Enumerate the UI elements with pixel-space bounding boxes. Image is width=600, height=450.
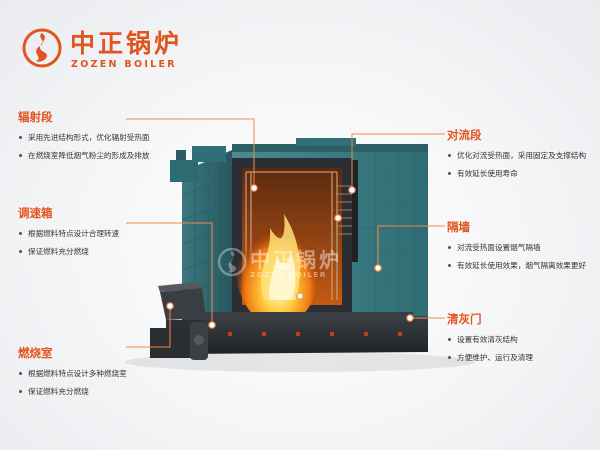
label-combustion-bullet: 保证燃料充分燃烧: [18, 383, 127, 401]
label-radiation-bullet: 采用先进结构形式，优化辐射受热面: [18, 129, 150, 147]
label-speed-box-title: 调速箱: [18, 206, 53, 220]
label-convection: 对流段 优化对流受热面，采用固定及支撑结构 有效延长使用寿命: [447, 128, 586, 183]
marker-partition: [374, 264, 382, 272]
brand-name-cn: 中正锅炉: [70, 29, 183, 58]
leader-line-speed-box: [126, 222, 213, 325]
label-speed-box: 调速箱 根据燃料特点设计合理转速 保证燃料充分燃烧: [18, 206, 119, 261]
marker-dots: [166, 184, 414, 329]
speed-reduction-box: [150, 322, 208, 360]
label-speed-box-bullet: 保证燃料充分燃烧: [18, 243, 119, 261]
marker-ash-door: [406, 314, 414, 322]
marker-combustion: [166, 302, 174, 310]
watermark-name-cn: 中正锅炉: [250, 248, 342, 272]
marker-convection: [348, 186, 356, 194]
label-partition: 隔墙 对流受热面设置烟气隔墙 有效延长使用效果，烟气隔离效果更好: [447, 220, 586, 275]
label-convection-bullet: 有效延长使用寿命: [447, 165, 586, 183]
label-ash-door-bullet: 设置有效清灰结构: [447, 331, 533, 349]
leader-line-convection: [351, 133, 445, 190]
watermark-text: 中正锅炉 ZOZEN BOILER: [250, 249, 342, 280]
marker-speed-box: [208, 321, 216, 329]
label-radiation-title: 辐射段: [18, 110, 53, 124]
label-ash-door-title: 清灰门: [447, 312, 482, 326]
leader-line-combustion: [126, 306, 171, 348]
leader-lines: [126, 118, 445, 348]
label-ash-door: 清灰门 设置有效清灰结构 方便维护、运行及清理: [447, 312, 533, 367]
watermark-name-en: ZOZEN BOILER: [250, 271, 327, 279]
label-partition-bullet: 有效延长使用效果，烟气隔离效果更好: [447, 257, 586, 275]
label-radiation: 辐射段 采用先进结构形式，优化辐射受热面 在燃烧室降低烟气粉尘的形成及排放: [18, 110, 150, 165]
label-convection-bullet: 优化对流受热面，采用固定及支撑结构: [447, 147, 586, 165]
marker-radiation: [250, 184, 258, 192]
label-partition-bullet: 对流受热面设置烟气隔墙: [447, 239, 586, 257]
leader-line-radiation: [126, 118, 255, 188]
boiler-base: [182, 312, 428, 354]
label-ash-door-bullet: 方便维护、运行及清理: [447, 349, 533, 367]
combustion-chamber-cutaway: [232, 158, 358, 326]
label-speed-box-bullet: 根据燃料特点设计合理转速: [18, 225, 119, 243]
label-convection-title: 对流段: [447, 128, 482, 142]
watermark: [217, 247, 247, 277]
label-radiation-bullet: 在燃烧室降低烟气粉尘的形成及排放: [18, 147, 150, 165]
flame-swirl-icon: [22, 28, 62, 68]
label-combustion-bullet: 根据燃料特点设计多种燃烧室: [18, 365, 127, 383]
marker-convection-inner: [334, 214, 342, 222]
label-combustion: 燃烧室 根据燃料特点设计多种燃烧室 保证燃料充分燃烧: [18, 346, 127, 401]
brand-name-en: ZOZEN BOILER: [71, 59, 177, 70]
label-partition-title: 隔墙: [447, 220, 470, 234]
label-combustion-title: 燃烧室: [18, 346, 53, 360]
marker-flame: [296, 292, 304, 300]
leader-line-partition: [377, 225, 445, 268]
